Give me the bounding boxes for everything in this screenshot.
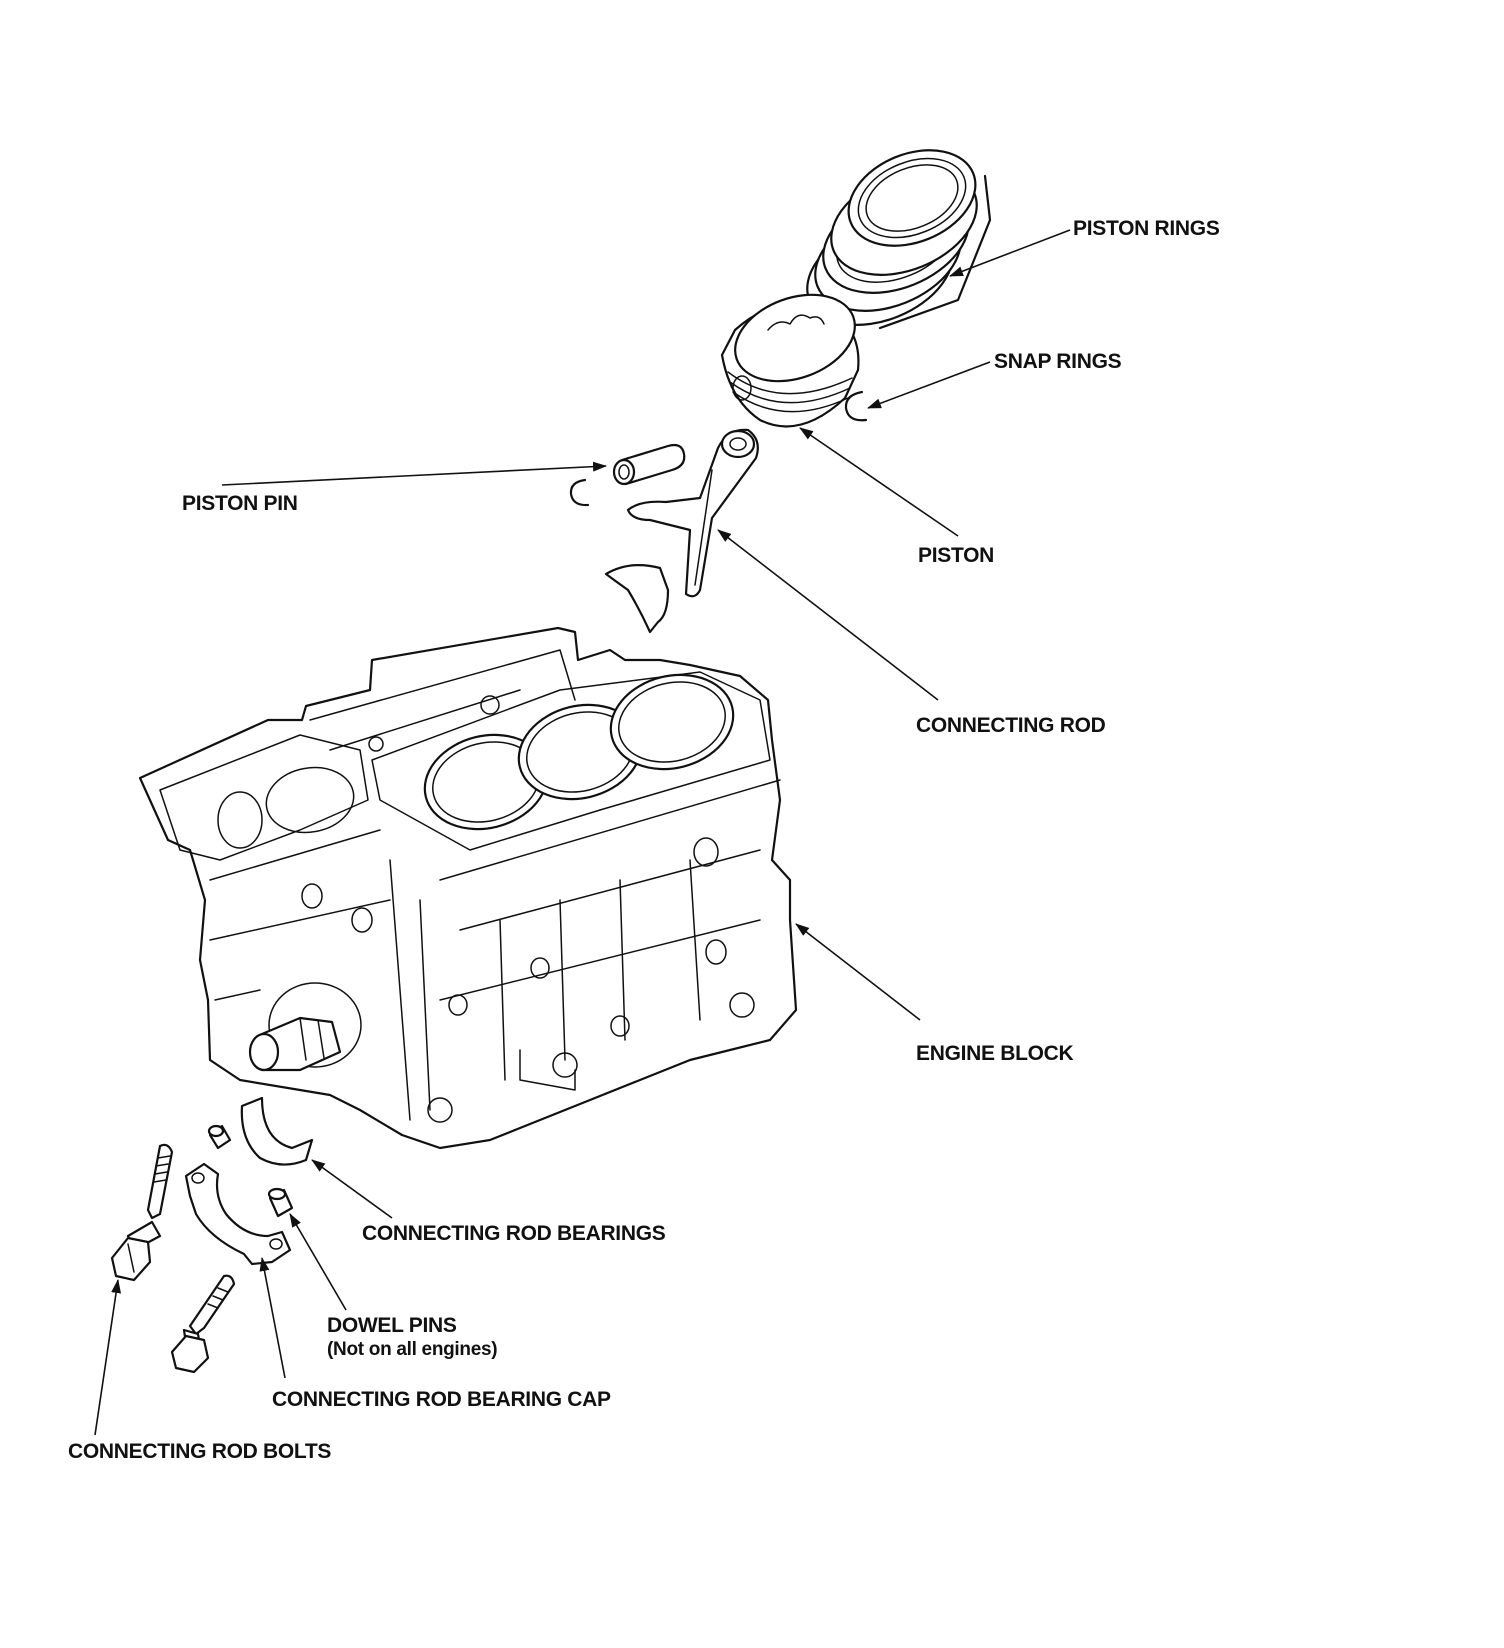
dowel-pin-2-part [267,1187,294,1218]
label-piston: PISTON [918,544,994,567]
label-connecting-rod-bearings: CONNECTING ROD BEARINGS [362,1222,666,1245]
dowel-pin-1-part [207,1124,232,1150]
leader-dowel-pins [289,1213,347,1311]
upper-rod-bearing-part [604,563,670,634]
connecting-rod-part [626,428,759,598]
leader-engine-block [795,923,921,1021]
leader-bearing-cap [259,1257,286,1379]
label-connecting-rod-bearing-cap: CONNECTING ROD BEARING CAP [272,1388,611,1411]
label-snap-rings: SNAP RINGS [994,350,1122,373]
leader-snap-rings [867,361,991,409]
label-connecting-rod-bolts: CONNECTING ROD BOLTS [68,1440,332,1463]
leader-lines [94,229,1071,1436]
leader-rod-bearings [311,1159,393,1219]
piston-part [720,293,860,428]
rod-bolt-1-part [110,1143,174,1282]
piston-pin-part [612,443,686,486]
piston-rings-part [806,149,992,330]
engine-block-part [138,626,798,1150]
label-connecting-rod: CONNECTING ROD [916,714,1106,737]
label-dowel-pins-note: (Not on all engines) [327,1339,498,1360]
leader-connecting-rod [717,529,939,701]
leader-piston-rings [949,229,1071,277]
leader-piston-pin [221,461,607,486]
label-piston-pin: PISTON PIN [182,492,298,515]
label-dowel-pins: DOWEL PINS [327,1314,457,1337]
leader-piston [799,427,959,537]
snap-rings-part [569,390,868,507]
lower-rod-bearing-part [240,1096,314,1166]
rod-bolt-2-part [170,1274,236,1374]
label-piston-rings: PISTON RINGS [1073,217,1220,240]
leader-rod-bolts [94,1279,122,1436]
bearing-cap-part [184,1162,292,1266]
label-engine-block: ENGINE BLOCK [916,1042,1074,1065]
